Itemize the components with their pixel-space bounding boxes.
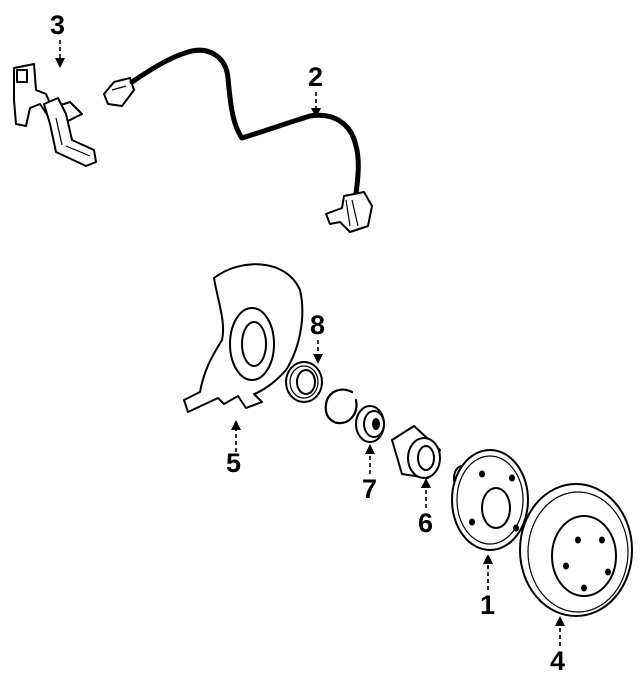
part-5-dust-shield [183,263,304,413]
callout-4: 4 [550,646,565,676]
leader-lines [55,40,565,646]
part-7-bearing [355,405,385,443]
callout-1: 1 [480,590,495,620]
part-4-brake-rotor [519,483,633,617]
callout-5: 5 [226,448,241,478]
part-6-spacer [391,425,441,479]
callout-8: 8 [310,310,325,340]
part-2-abs-sensor-harness [103,47,373,233]
callout-6: 6 [418,508,433,538]
snap-ring [324,388,358,425]
callout-7: 7 [362,474,377,504]
part-3-sensor-bracket [13,63,97,167]
part-8-seal [285,361,323,403]
part-1-hub [451,449,529,551]
callout-3: 3 [50,10,65,40]
callout-2: 2 [308,62,323,92]
